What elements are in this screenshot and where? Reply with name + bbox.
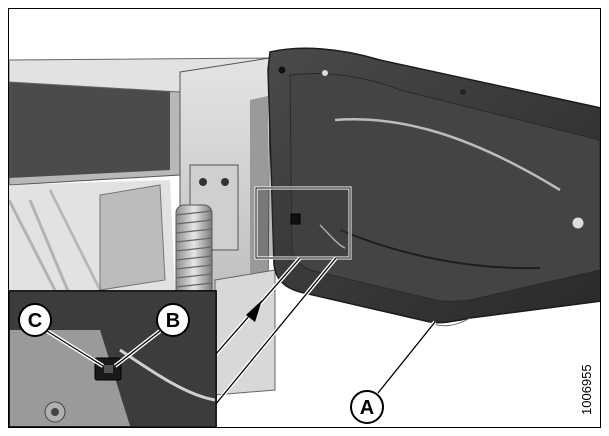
lower-frame	[214, 269, 276, 396]
bolt	[460, 89, 466, 95]
bolt	[321, 69, 329, 77]
callout-c-label: C	[28, 310, 42, 332]
callout-b: B	[156, 303, 190, 337]
spring	[175, 204, 213, 301]
callout-a: A	[350, 390, 384, 424]
callout-a-label: A	[360, 397, 374, 419]
latch	[290, 213, 301, 225]
bolt	[571, 216, 585, 230]
bolt	[278, 66, 286, 74]
figure-number: 1006955	[579, 364, 594, 415]
leader-arrowhead	[246, 300, 262, 322]
callout-c: C	[18, 303, 52, 337]
callout-a-leader	[376, 320, 437, 395]
detail-highlight-box	[254, 186, 352, 260]
callout-b-label: B	[166, 310, 180, 332]
machine-scene	[9, 47, 600, 407]
